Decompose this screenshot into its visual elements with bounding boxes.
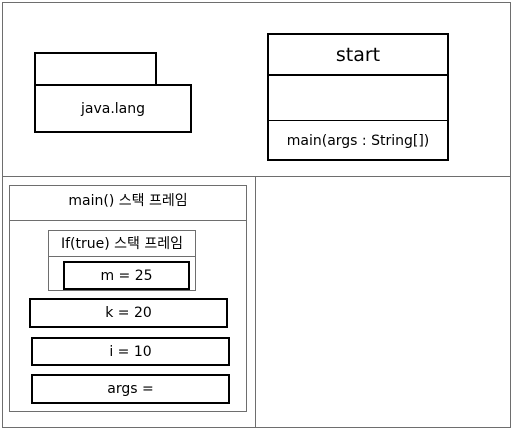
main-frame-title-divider (9, 220, 247, 221)
var-i: i = 10 (31, 337, 230, 366)
var-i-label: i = 10 (109, 343, 152, 360)
if-stack-frame (48, 230, 196, 291)
if-frame-title-label: If(true) 스택 프레임 (60, 236, 183, 252)
package-tab (34, 52, 157, 86)
class-name-label: start (335, 43, 381, 66)
class-method-label: main(args : String[]) (286, 132, 430, 149)
class-name: start (269, 35, 447, 76)
class-method: main(args : String[]) (269, 121, 447, 160)
package-body: java.lang (34, 84, 192, 133)
var-k: k = 20 (29, 298, 228, 328)
var-args-label: args = (107, 381, 154, 397)
class-box-start: start main(args : String[]) (267, 33, 449, 161)
var-args: args = (31, 374, 230, 404)
horizontal-divider (2, 176, 511, 177)
var-m-label: m = 25 (100, 267, 153, 284)
var-k-label: k = 20 (105, 305, 152, 321)
if-frame-title-divider (48, 256, 196, 257)
vertical-divider (255, 176, 256, 428)
package-name: java.lang (80, 100, 145, 117)
var-m: m = 25 (63, 261, 190, 290)
main-stack-frame (9, 185, 247, 412)
class-fields (269, 76, 447, 121)
main-frame-title: main() 스택 프레임 (9, 186, 247, 214)
if-frame-title: If(true) 스택 프레임 (48, 231, 196, 255)
main-frame-title-label: main() 스택 프레임 (68, 193, 188, 209)
